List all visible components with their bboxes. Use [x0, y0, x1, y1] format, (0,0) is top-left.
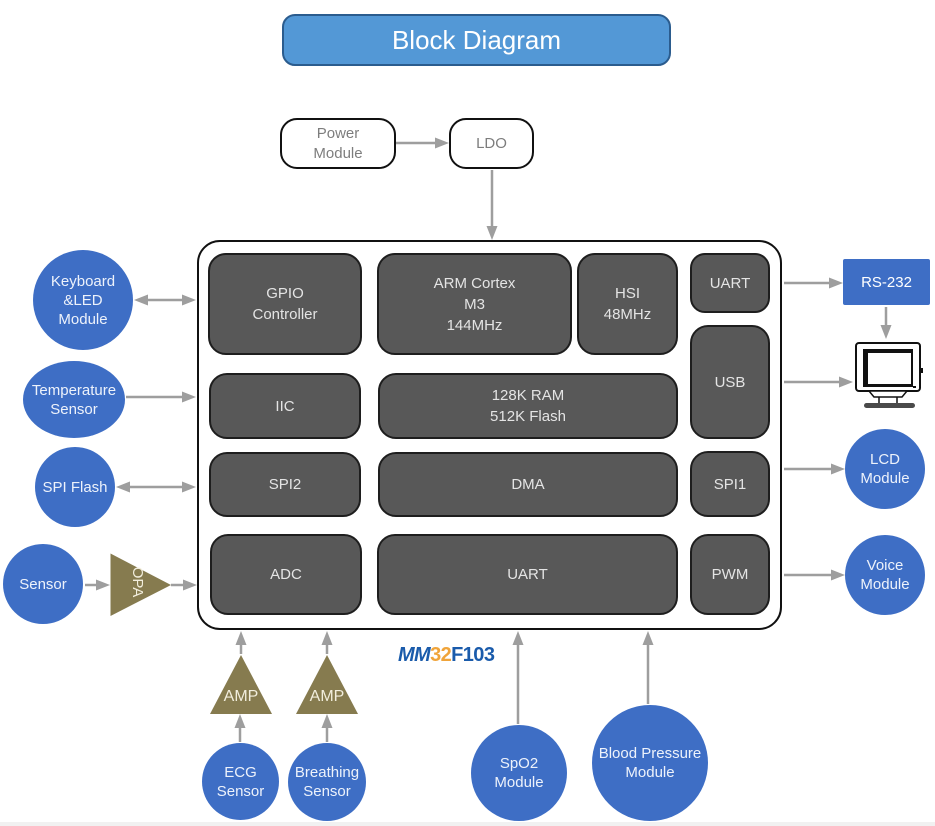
svg-text:OPA: OPA — [129, 567, 146, 598]
svg-text:AMP: AMP — [310, 688, 345, 705]
svg-text:AMP: AMP — [224, 688, 259, 705]
